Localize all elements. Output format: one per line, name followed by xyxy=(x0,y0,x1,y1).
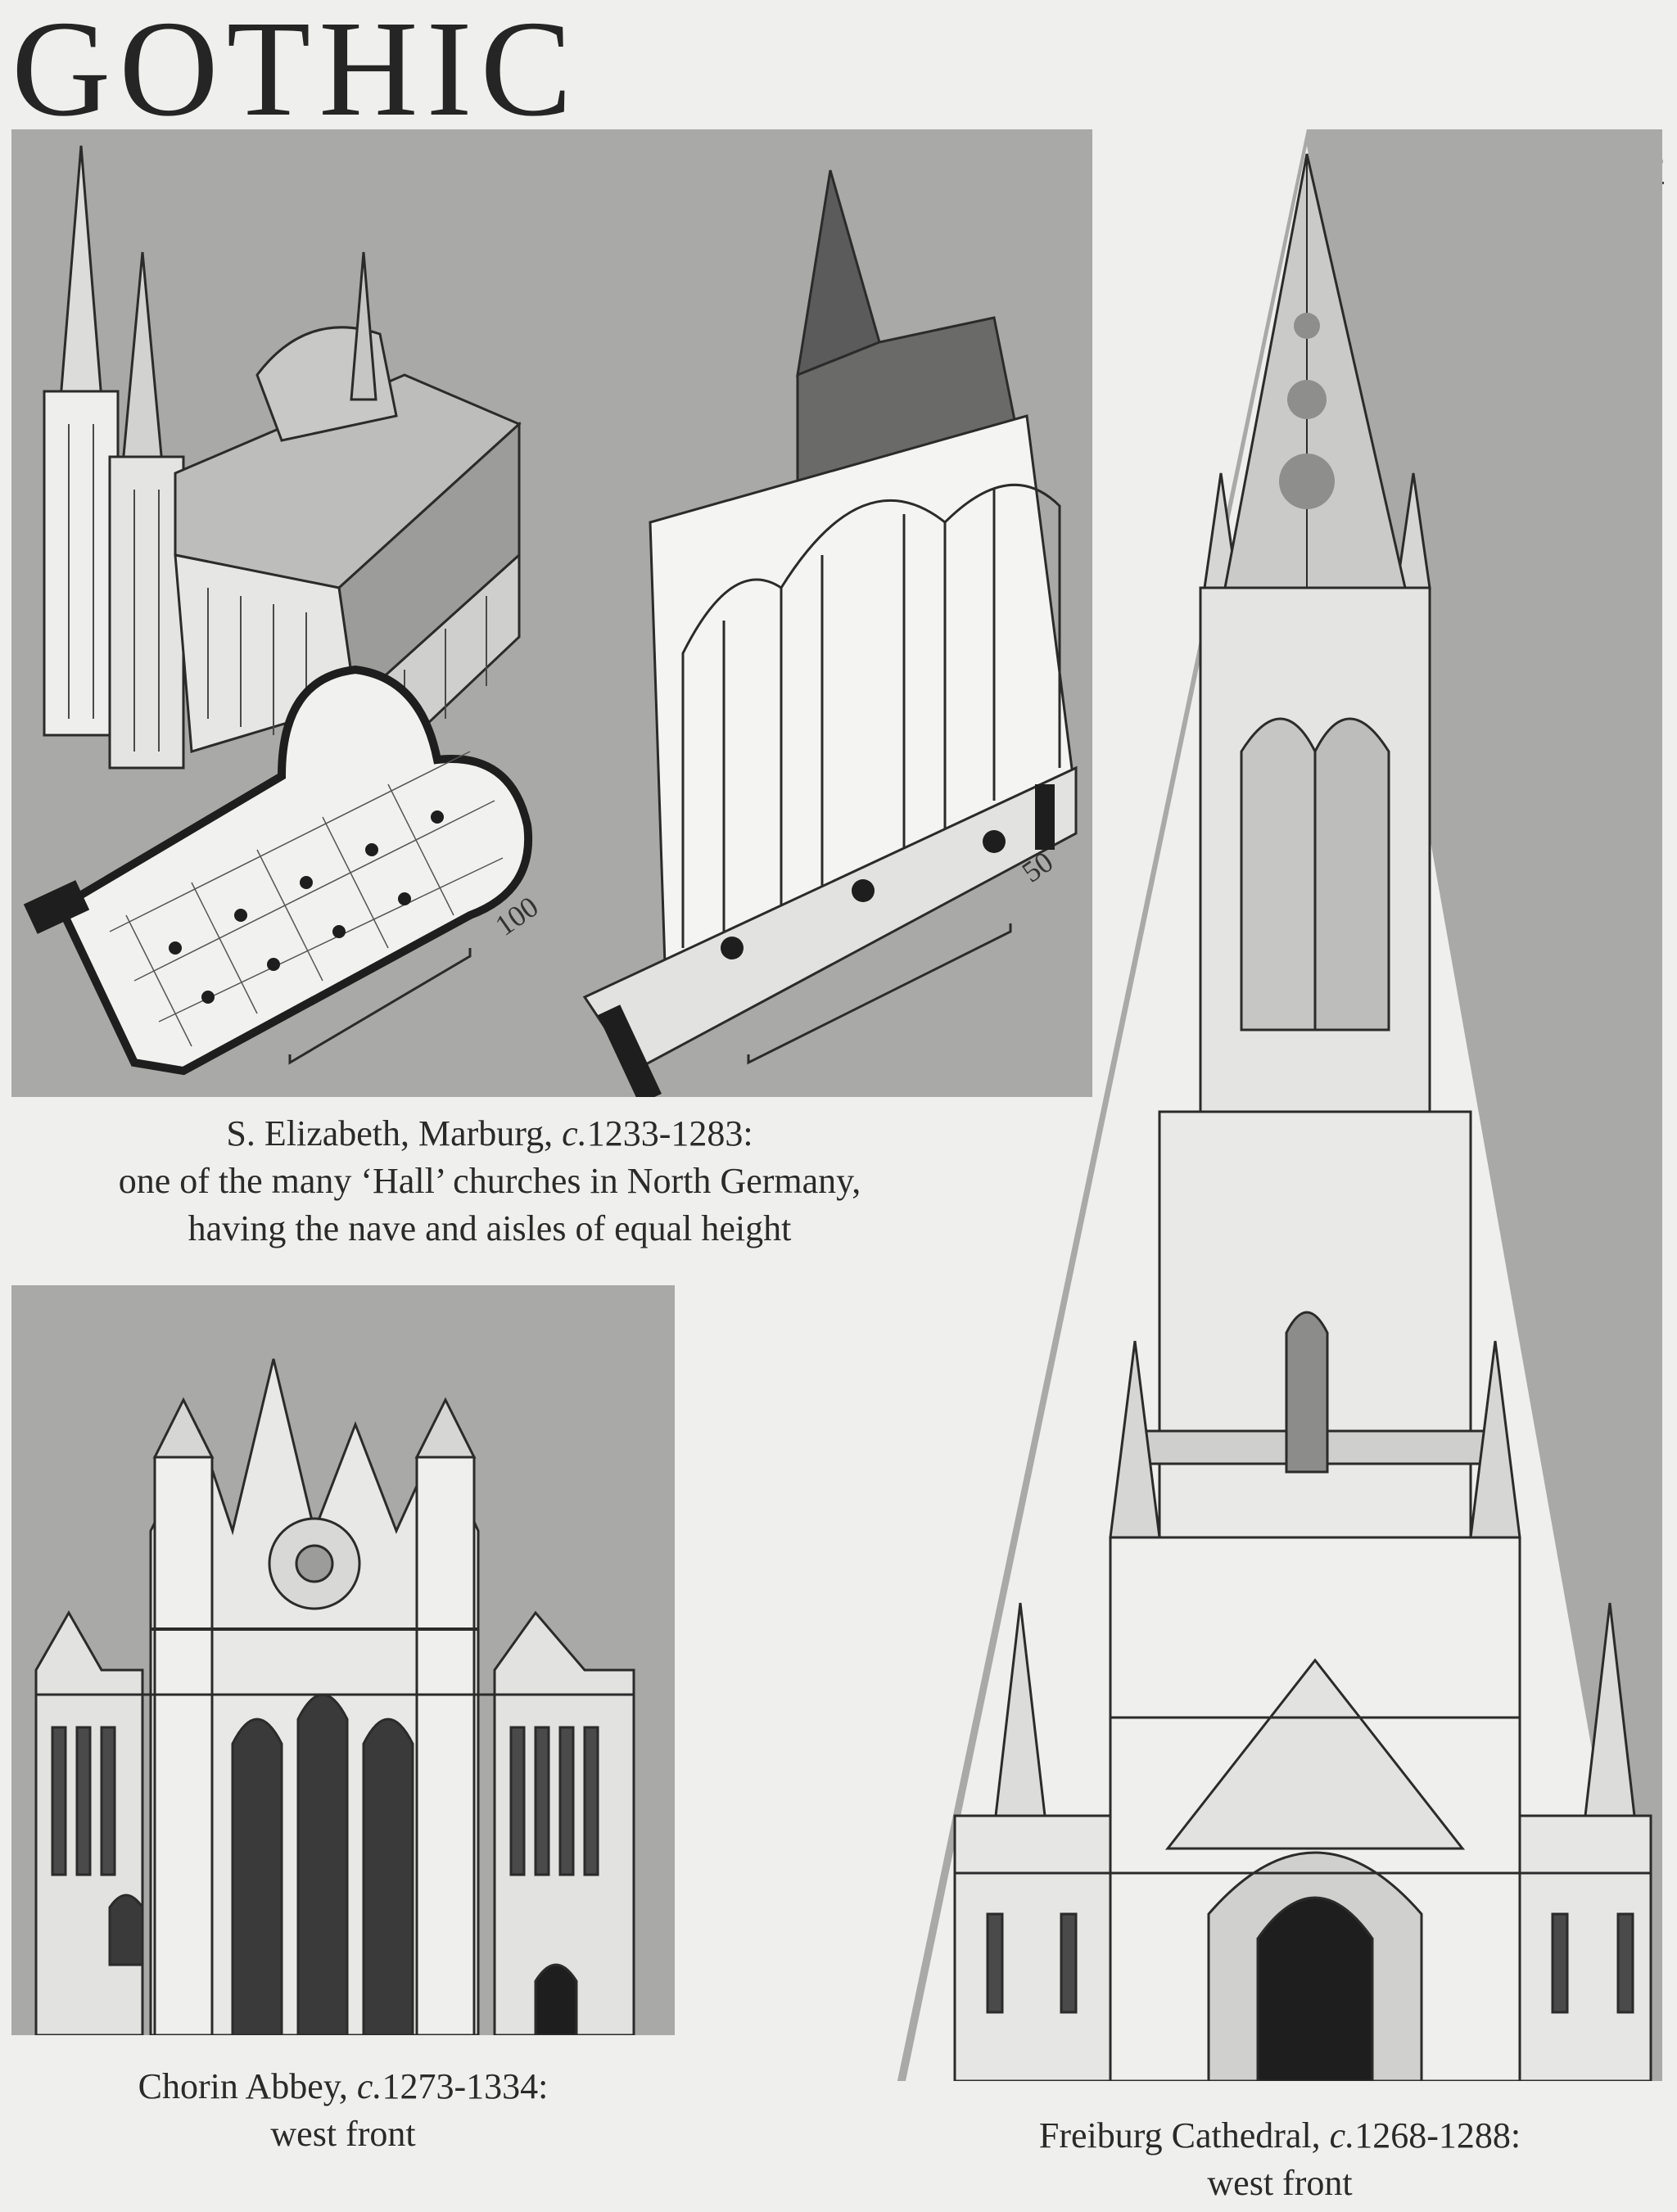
chorin-caption: Chorin Abbey, c.1273-1334: west front xyxy=(11,2063,675,2158)
freiburg-illustration-panel xyxy=(897,129,1662,2081)
freiburg-caption-line2: west front xyxy=(1207,2163,1353,2203)
chorin-caption-line2: west front xyxy=(270,2114,416,2154)
marburg-caption-line1: S. Elizabeth, Marburg, c.1233-1283: xyxy=(226,1113,753,1153)
chorin-caption-line1: Chorin Abbey, c.1273-1334: xyxy=(138,2066,549,2106)
marburg-illustration xyxy=(23,145,1078,1097)
marburg-scale-bars xyxy=(288,923,1012,1065)
chorin-abbey-west-front xyxy=(34,1358,635,2035)
freiburg-caption: Freiburg Cathedral, c.1268-1288: west fr… xyxy=(897,2112,1662,2207)
chorin-illustration-panel xyxy=(11,1285,675,2035)
marburg-illustration-panel: 100 50 xyxy=(11,129,1092,1097)
marburg-caption: S. Elizabeth, Marburg, c.1233-1283: one … xyxy=(11,1110,968,1253)
marburg-caption-line2: one of the many ‘Hall’ churches in North… xyxy=(118,1161,861,1201)
freiburg-cathedral-west-front xyxy=(897,129,1662,2081)
page-heading: GOTHIC xyxy=(11,0,581,145)
marburg-caption-line3: having the nave and aisles of equal heig… xyxy=(188,1208,792,1248)
marburg-exterior-view xyxy=(43,145,522,788)
freiburg-caption-line1: Freiburg Cathedral, c.1268-1288: xyxy=(1038,2115,1521,2156)
marburg-floor-plan xyxy=(23,665,533,1076)
marburg-cutaway-section xyxy=(582,169,1078,1097)
